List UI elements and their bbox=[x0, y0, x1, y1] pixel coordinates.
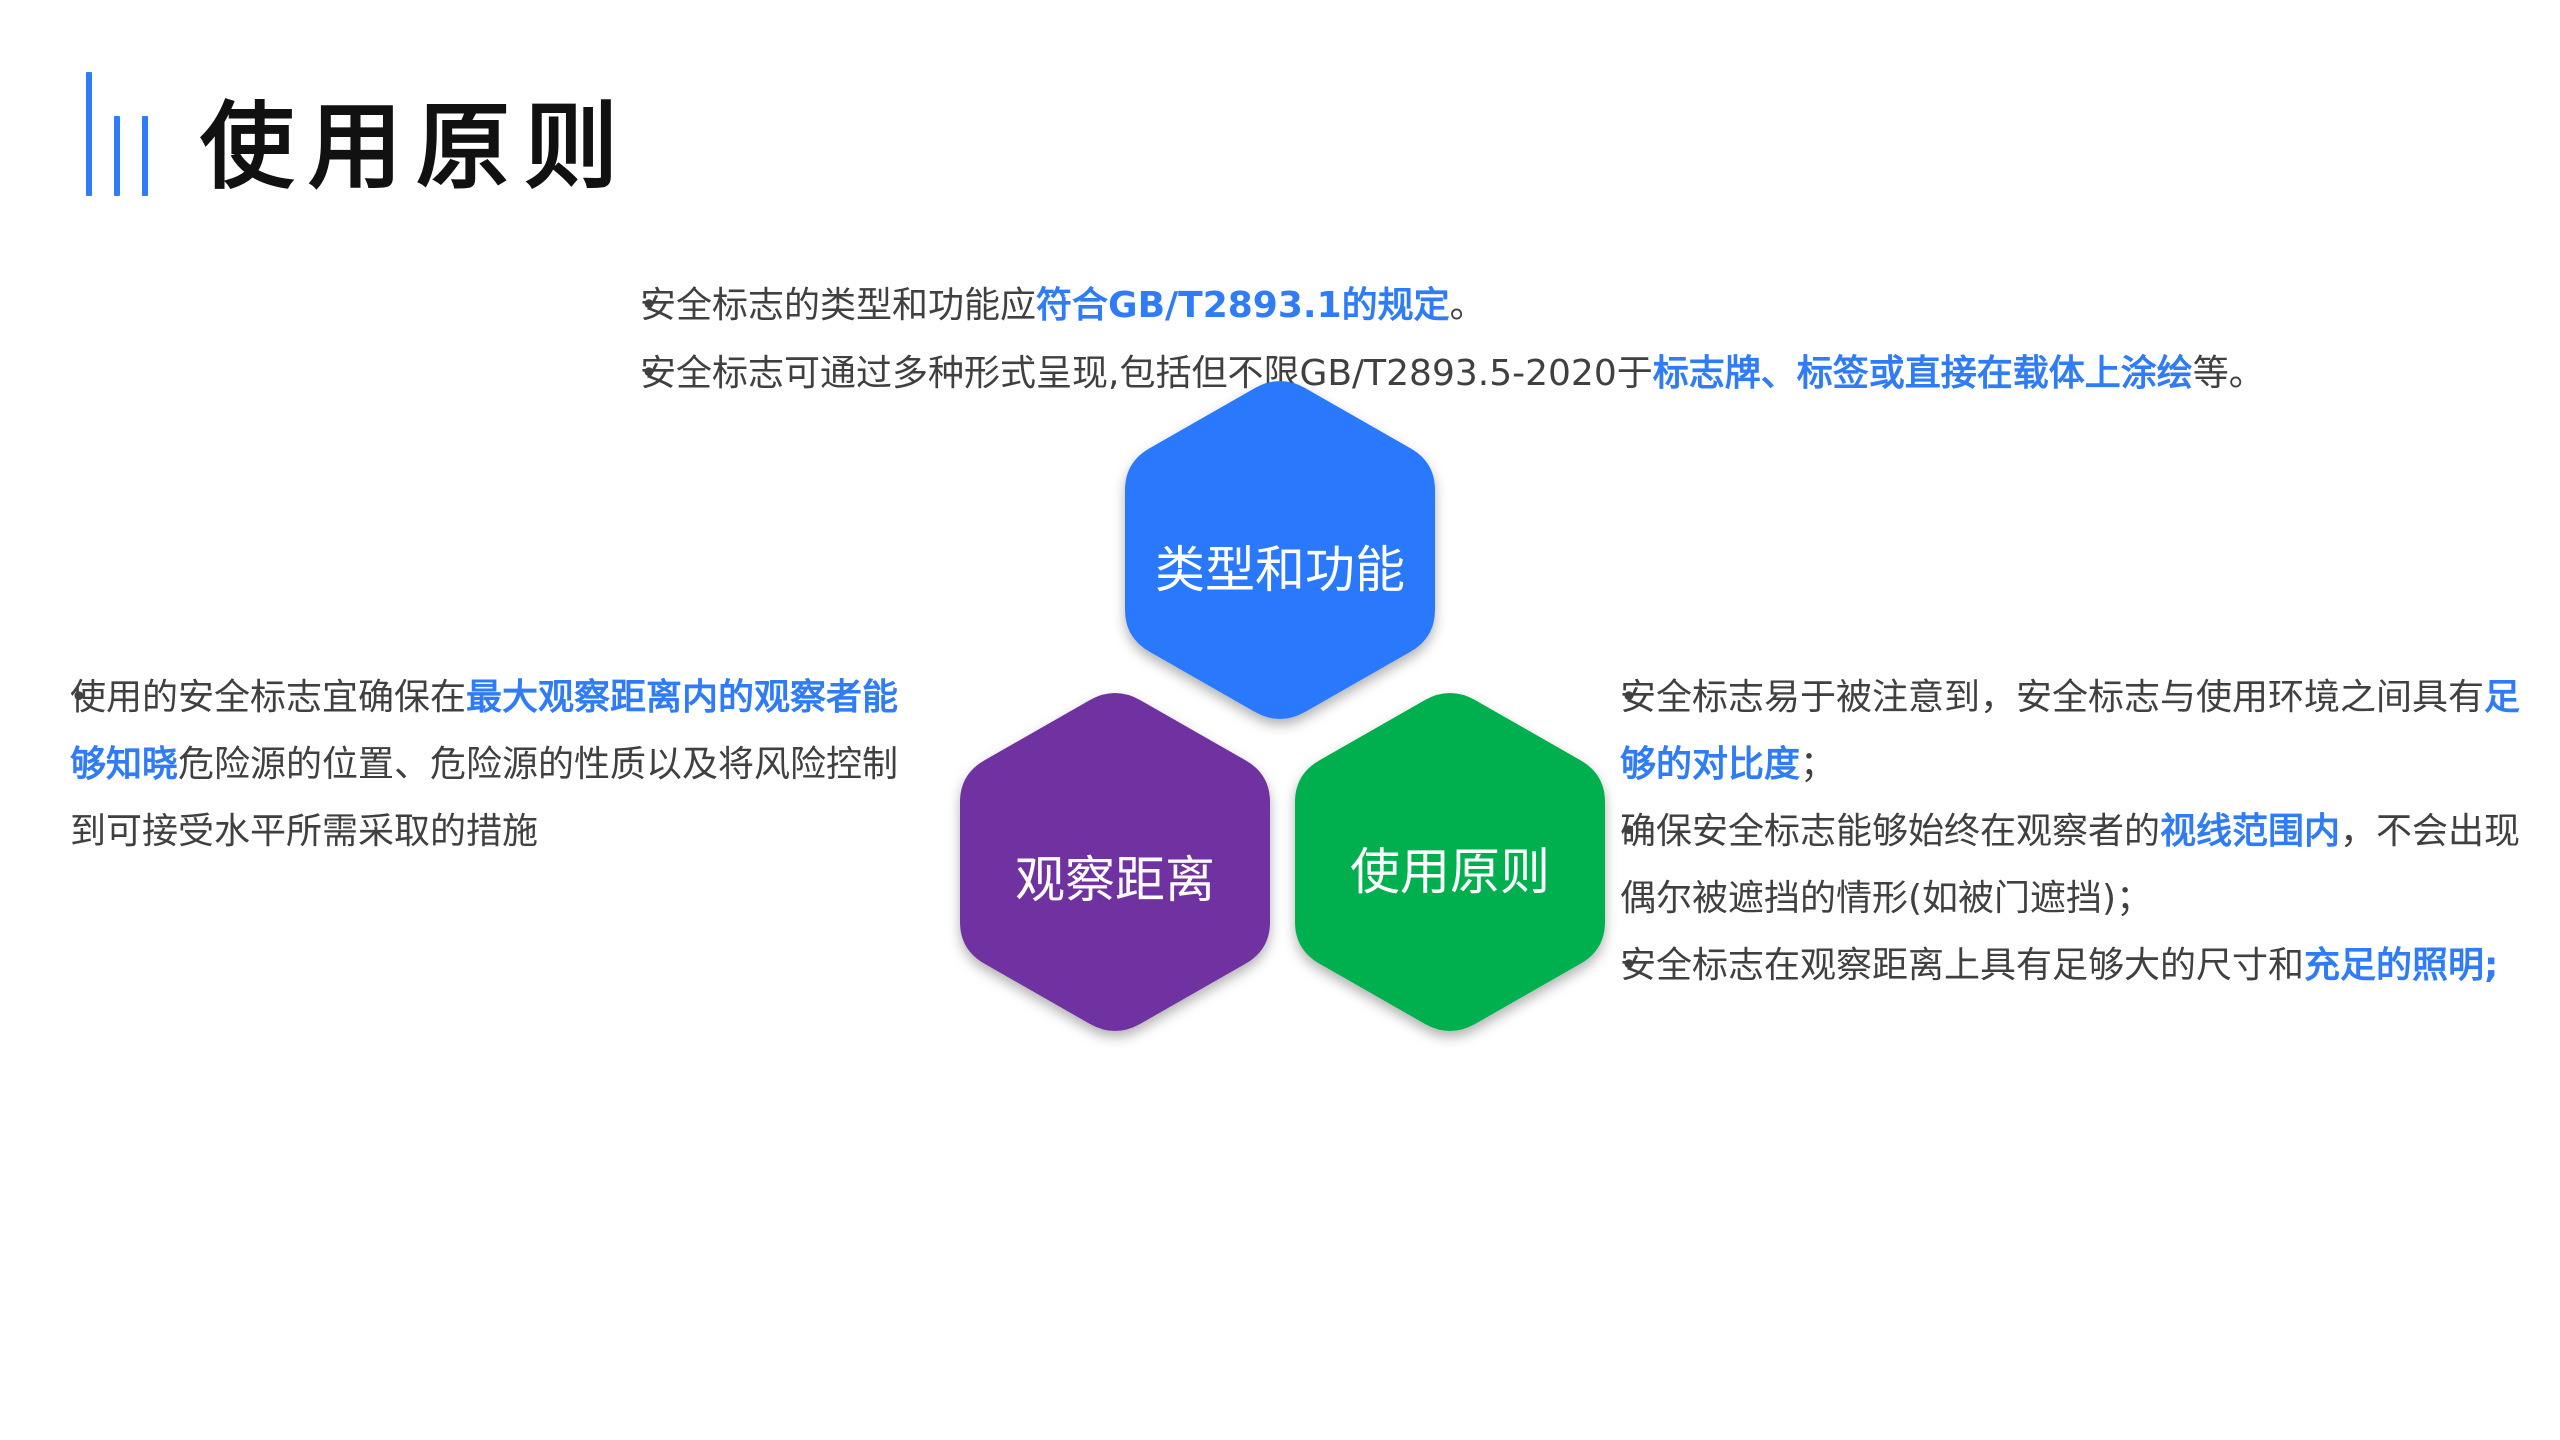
bullet-icon: • bbox=[1620, 680, 1638, 715]
bullet-icon: • bbox=[640, 356, 658, 391]
list-item: • 安全标志可通过多种形式呈现,包括但不限GB/T2893.5-2020于标志牌… bbox=[640, 340, 2440, 408]
bullet-text: 使用的安全标志宜确保在 bbox=[70, 677, 467, 718]
title-bar-long bbox=[86, 72, 92, 196]
bullet-highlight: 足够的对比度 bbox=[1620, 677, 2521, 785]
bullet-text: 安全标志的类型和功能应 bbox=[640, 285, 1037, 326]
hexagon-cluster: 类型和功能 观察距离 使用原则 bbox=[950, 380, 1630, 1070]
list-item: • 安全标志易于被注意到，安全标志与使用环境之间具有足够的对比度； bbox=[1620, 664, 2530, 798]
list-item: • 安全标志在观察距离上具有足够大的尺寸和充足的照明; bbox=[1620, 932, 2530, 999]
title-bar-short-2 bbox=[142, 116, 148, 196]
bullet-highlight: 最大观察距离内的观察者能够知晓 bbox=[70, 677, 899, 785]
bullet-tail: 等。 bbox=[2192, 353, 2265, 394]
bullet-icon: • bbox=[640, 288, 658, 323]
bullet-icon: • bbox=[1620, 814, 1638, 849]
hexagon-label-usage-principle: 使用原则 bbox=[1350, 843, 1550, 901]
bullet-tail: 。 bbox=[1449, 285, 1486, 326]
right-bullet-list: • 安全标志易于被注意到，安全标志与使用环境之间具有足够的对比度； • 确保安全… bbox=[1620, 664, 2530, 999]
bullet-tail: ； bbox=[1800, 744, 1837, 785]
bullet-highlight: 标志牌、标签或直接在载体上涂绘 bbox=[1652, 353, 2193, 394]
bullet-highlight: 符合GB/T2893.1的规定 bbox=[1036, 285, 1450, 326]
title-bar-short-1 bbox=[114, 116, 120, 196]
hexagon-usage-principle bbox=[1295, 693, 1605, 1031]
left-bullet-list: • 使用的安全标志宜确保在最大观察距离内的观察者能够知晓危险源的位置、危险源的性… bbox=[70, 664, 930, 865]
list-item: • 安全标志的类型和功能应符合GB/T2893.1的规定。 bbox=[640, 272, 2440, 340]
hexagon-graphic bbox=[960, 381, 1605, 1031]
bullet-tail: 危险源的位置、危险源的性质以及将风险控制到可接受水平所需采取的措施 bbox=[70, 744, 899, 852]
hexagon-label-type-function: 类型和功能 bbox=[1155, 541, 1405, 599]
bullet-text: 安全标志易于被注意到，安全标志与使用环境之间具有 bbox=[1620, 677, 2485, 718]
bullet-text: 安全标志在观察距离上具有足够大的尺寸和 bbox=[1620, 945, 2305, 986]
bullet-highlight: 充足的照明; bbox=[2304, 945, 2499, 986]
bullet-tail: ，不会出现偶尔被遮挡的情形(如被门遮挡)； bbox=[1620, 811, 2521, 919]
hexagon-observation-distance bbox=[960, 693, 1270, 1031]
hexagon-type-function bbox=[1125, 381, 1435, 719]
hexagon-label-observation-distance: 观察距离 bbox=[1015, 851, 1215, 909]
bullet-icon: • bbox=[1620, 948, 1638, 983]
page-title: 使用原则 bbox=[200, 93, 633, 202]
list-item: • 确保安全标志能够始终在观察者的视线范围内，不会出现偶尔被遮挡的情形(如被门遮… bbox=[1620, 798, 2530, 932]
top-bullet-list: • 安全标志的类型和功能应符合GB/T2893.1的规定。 • 安全标志可通过多… bbox=[640, 272, 2440, 408]
bullet-text: 确保安全标志能够始终在观察者的 bbox=[1620, 811, 2161, 852]
title-decoration-bars bbox=[86, 72, 156, 196]
bullet-highlight: 视线范围内 bbox=[2160, 811, 2341, 852]
bullet-text: 安全标志可通过多种形式呈现,包括但不限GB/T2893.5-2020于 bbox=[640, 353, 1653, 394]
list-item: • 使用的安全标志宜确保在最大观察距离内的观察者能够知晓危险源的位置、危险源的性… bbox=[70, 664, 930, 865]
bullet-icon: • bbox=[70, 680, 88, 715]
